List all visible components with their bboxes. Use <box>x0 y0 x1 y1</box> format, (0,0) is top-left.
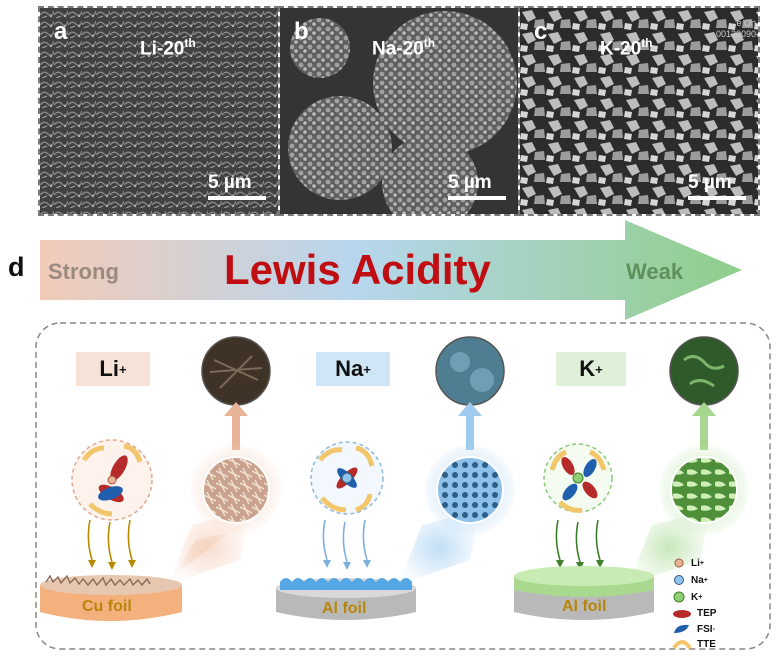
cu-foil <box>40 585 182 621</box>
tte-molecule-icon <box>672 640 692 650</box>
foil-label-cu: Cu foil <box>82 598 132 615</box>
sem-image-li <box>40 8 278 214</box>
arrow-body <box>40 220 742 320</box>
foil-label-al-k: Al foil <box>562 598 607 615</box>
na-column <box>276 336 515 620</box>
k-ion-icon <box>673 591 685 603</box>
sem-panel-b: b Na-20th 5 µm <box>278 6 520 216</box>
legend-tte: TTE <box>672 638 716 650</box>
panel-label-li: Li-20th <box>140 36 196 60</box>
panel-label-na: Na-20th <box>372 36 436 60</box>
scale-bar-label: 5 µm <box>688 172 732 193</box>
scale-bar <box>448 196 506 200</box>
na-morphology-circle <box>435 336 505 406</box>
li-ion-icon <box>674 558 684 568</box>
k-morphology-circle <box>669 336 739 406</box>
li-column <box>40 336 281 621</box>
arrow-start-label: Strong <box>48 259 119 284</box>
ion-label-na: Na+ <box>316 352 390 386</box>
k-column <box>514 336 749 620</box>
fsi-anion-icon <box>674 624 689 633</box>
legend-fsi: FSI- <box>672 623 715 635</box>
foil-label-al-na: Al foil <box>322 600 367 617</box>
panel-label-k: K-20th <box>600 36 653 60</box>
panel-letter: a <box>54 18 68 45</box>
legend-k: K+ <box>672 591 702 603</box>
legend-na: Na+ <box>672 574 708 586</box>
arrow-title: Lewis Acidity <box>224 246 491 293</box>
na-ion-icon <box>674 575 684 585</box>
scale-bar <box>208 196 266 200</box>
panel-letter: c <box>534 18 548 45</box>
scale-bar-label: 5 µm <box>208 172 252 193</box>
tep-molecule-icon <box>673 609 691 618</box>
sem-panel-a: a Li-20th 5 µm <box>38 6 280 216</box>
scale-bar <box>688 196 746 200</box>
section-letter: d <box>8 252 25 282</box>
arrow-end-label: Weak <box>626 259 684 284</box>
legend-li: Li+ <box>672 557 704 569</box>
ion-label-k: K+ <box>556 352 626 386</box>
panel-letter: b <box>294 18 309 45</box>
schematic-box <box>35 322 771 650</box>
legend-tep: TEP <box>672 608 716 619</box>
sem-image-k <box>520 8 758 214</box>
scale-bar-label: 5 µm <box>448 172 492 193</box>
ion-label-li: Li+ <box>76 352 150 386</box>
sem-image-na <box>280 8 518 214</box>
